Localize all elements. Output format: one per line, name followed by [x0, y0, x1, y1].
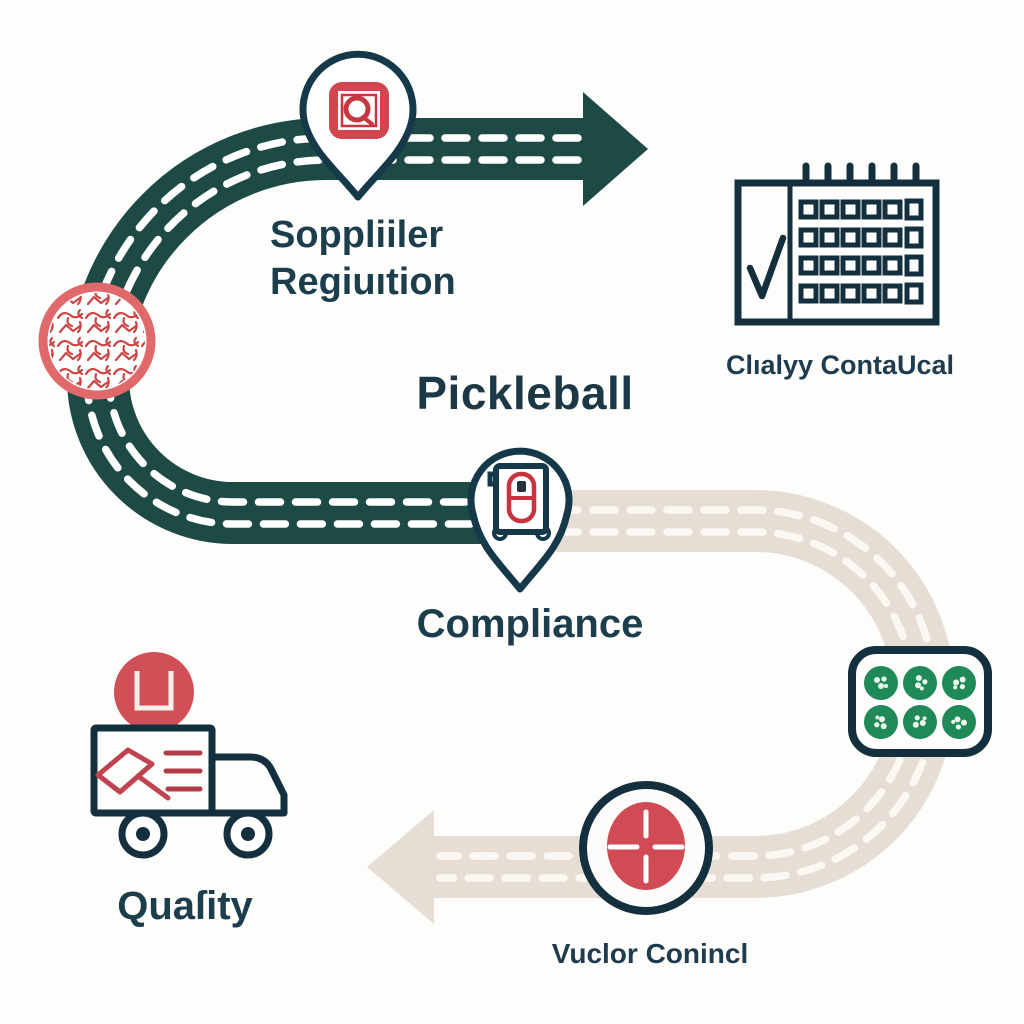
- target-crosshair-icon: [579, 781, 713, 915]
- map-pin-stamp-icon: [299, 50, 417, 201]
- beige-arrowhead: [367, 810, 434, 924]
- supplier-regulation-label: Soppliiler Regiuıtion: [270, 212, 530, 306]
- calendar-checklist-icon: [734, 162, 940, 326]
- quality-control-label: Clıalyy ContaUcal: [725, 350, 955, 380]
- compliance-label: Compliance: [416, 602, 644, 646]
- supplier-regulation-label-line1: Soppliiler: [270, 214, 444, 256]
- supplier-regulation-label-line2: Regiuıtion: [270, 261, 456, 303]
- pill-grid-icon: [848, 646, 992, 757]
- diagram-title: Pickleball: [416, 367, 634, 419]
- map-pin-clipboard-icon: [467, 447, 573, 593]
- quality-label: Quaſity: [117, 884, 253, 928]
- delivery-truck-icon: [90, 652, 288, 859]
- vendor-control-label: Vuclor Conincl: [551, 938, 749, 969]
- teal-arrowhead: [583, 92, 648, 206]
- truck-wheel: [118, 809, 168, 859]
- crackle-ball-icon: [38, 282, 156, 400]
- truck-wheel: [223, 809, 273, 859]
